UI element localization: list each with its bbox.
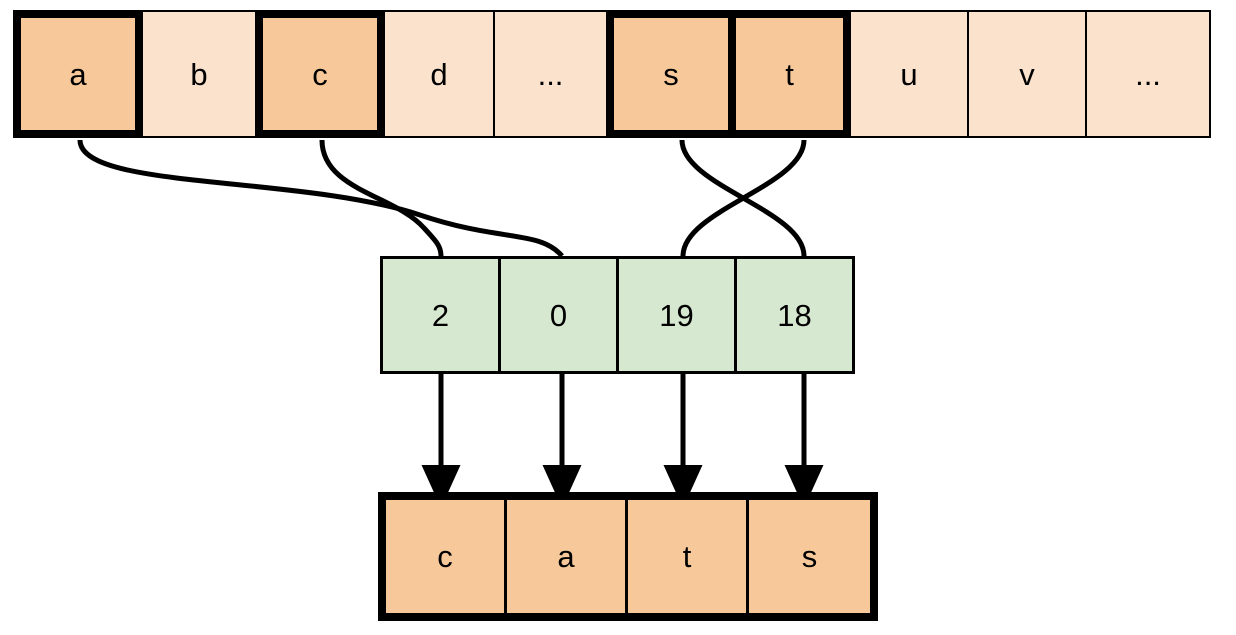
alphabet-cell-label: d [430, 56, 448, 92]
alphabet-cell-a[interactable]: a [13, 10, 143, 138]
index-cell-label: 0 [549, 297, 568, 333]
alphabet-cell-d[interactable]: d [383, 10, 495, 138]
result-cell-t[interactable]: t [628, 500, 749, 613]
link-a-to-0 [77, 139, 564, 258]
alphabet-cell-ellipsis-4[interactable]: ... [493, 10, 608, 138]
alphabet-cell-u[interactable]: u [849, 10, 969, 138]
index-cell-19[interactable]: 19 [616, 256, 737, 374]
alphabet-cell-b[interactable]: b [141, 10, 257, 138]
link-c-to-2 [319, 139, 444, 257]
index-cell-label: 19 [659, 297, 694, 333]
link-t-to-19 [680, 139, 807, 257]
alphabet-cell-t[interactable]: t [728, 10, 851, 138]
alphabet-cell-label: b [190, 56, 208, 92]
result-cell-label: t [682, 539, 692, 574]
index-cell-label: 2 [431, 297, 450, 333]
alphabet-cell-s[interactable]: s [606, 10, 736, 138]
result-cell-c[interactable]: c [386, 500, 507, 613]
index-cell-label: 18 [777, 297, 812, 333]
alphabet-cell-v[interactable]: v [967, 10, 1087, 138]
result-cell-label: a [557, 539, 575, 574]
alphabet-cell-label: ... [1135, 56, 1161, 92]
alphabet-cell-label: ... [537, 56, 564, 92]
index-cell-18[interactable]: 18 [734, 256, 855, 374]
alphabet-cell-label: v [1019, 56, 1035, 92]
alphabet-cell-label: t [785, 56, 794, 92]
result-cell-label: c [437, 539, 453, 574]
result-cell-a[interactable]: a [507, 500, 628, 613]
alphabet-cell-label: c [312, 56, 328, 92]
alphabet-cell-label: s [663, 56, 679, 92]
result-cell-s[interactable]: s [749, 500, 870, 613]
alphabet-cell-ellipsis-9[interactable]: ... [1085, 10, 1211, 138]
result-cell-label: s [801, 539, 818, 574]
alphabet-cell-label: a [69, 56, 87, 92]
alphabet-cell-label: u [900, 56, 918, 92]
link-s-to-18 [679, 139, 807, 257]
index-cell-0[interactable]: 0 [498, 256, 619, 374]
alphabet-cell-c[interactable]: c [255, 10, 385, 138]
index-cell-2[interactable]: 2 [380, 256, 501, 374]
alphabet-row: a b c d... s t u v... [13, 10, 1211, 138]
